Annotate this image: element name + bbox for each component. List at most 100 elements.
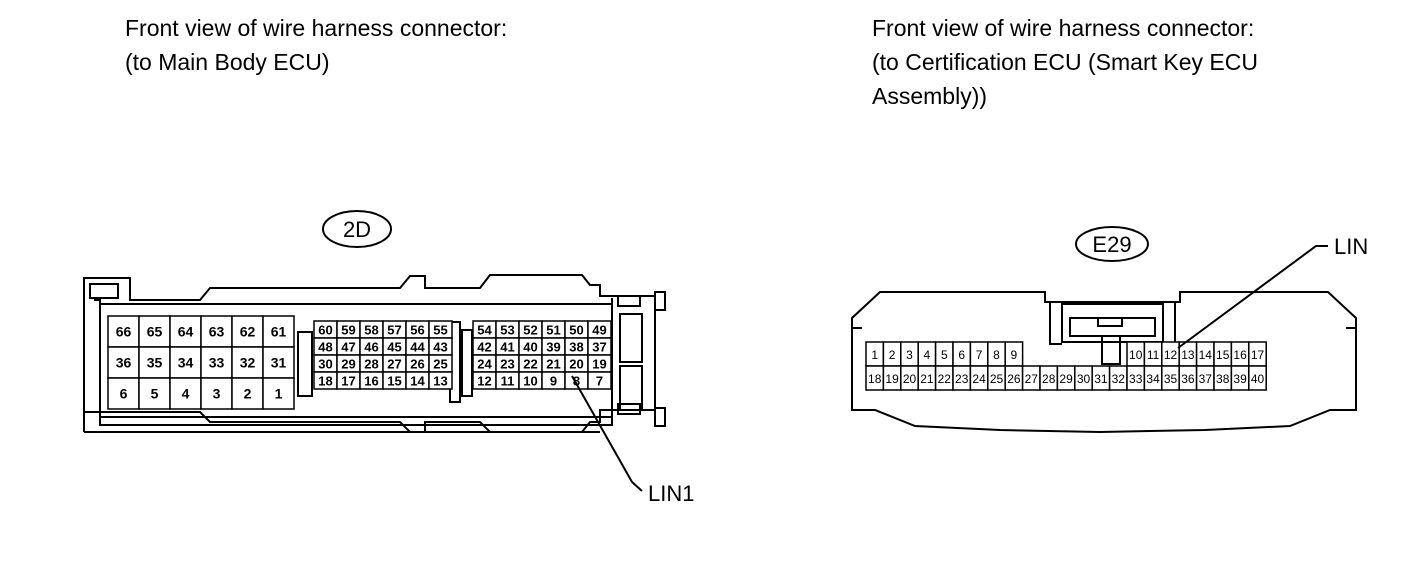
right-pin-28: 28 — [1042, 372, 1056, 386]
left-mid-pin-16: 16 — [364, 374, 378, 389]
left-mid-pin-45: 45 — [387, 340, 401, 355]
left-large-pin-4-cell — [169, 377, 202, 410]
left-right-pin-8: 8 — [573, 374, 580, 389]
right-pin-6: 6 — [958, 348, 965, 362]
right-pin-21: 21 — [920, 372, 934, 386]
right-pin-39: 39 — [1233, 372, 1247, 386]
left-large-pin-4: 4 — [182, 386, 190, 402]
left-right-pin-53: 53 — [500, 323, 514, 338]
left-right-pin-38: 38 — [569, 340, 583, 355]
left-right-pin-40: 40 — [523, 340, 537, 355]
left-mid-pin-55: 55 — [433, 323, 447, 338]
left-right-pin-22: 22 — [523, 357, 537, 372]
left-right-pin-7: 7 — [596, 374, 603, 389]
right-pin-1: 1 — [871, 348, 878, 362]
left-large-pin-2: 2 — [244, 386, 252, 402]
left-mid-pin-56: 56 — [410, 323, 424, 338]
left-large-pin-64: 64 — [178, 324, 194, 340]
left-right-pin-52: 52 — [523, 323, 537, 338]
left-right-pin-24: 24 — [477, 357, 492, 372]
right-pin-34: 34 — [1146, 372, 1160, 386]
right-pin-2: 2 — [889, 348, 896, 362]
left-mid-pin-57: 57 — [387, 323, 401, 338]
left-mid-pin-13: 13 — [433, 374, 447, 389]
left-mid-pin-14: 14 — [410, 374, 425, 389]
left-right-pin-10: 10 — [523, 374, 537, 389]
left-connector-housing — [83, 274, 666, 433]
left-mid-pin-27: 27 — [387, 357, 401, 372]
right-pin-3: 3 — [906, 348, 913, 362]
left-large-pin-62: 62 — [240, 324, 256, 340]
left-right-pin-23: 23 — [500, 357, 514, 372]
left-large-pin-31: 31 — [271, 355, 287, 371]
right-pin-7: 7 — [976, 348, 983, 362]
left-mid-pin-28: 28 — [364, 357, 378, 372]
right-pin-35: 35 — [1164, 372, 1178, 386]
left-large-pin-36: 36 — [116, 355, 132, 371]
lin-label: LIN — [1334, 234, 1368, 259]
right-pin-24: 24 — [972, 372, 986, 386]
left-mid-pin-48: 48 — [318, 340, 332, 355]
right-pin-9: 9 — [1011, 348, 1018, 362]
left-mid-pin-29: 29 — [341, 357, 355, 372]
right-pin-15: 15 — [1216, 348, 1230, 362]
left-title-line-2: (to Main Body ECU) — [125, 49, 330, 75]
left-mid-pin-44: 44 — [410, 340, 425, 355]
right-pin-22: 22 — [938, 372, 952, 386]
left-mid-pin-13-cell — [428, 371, 453, 390]
left-mid-pin-17: 17 — [341, 374, 355, 389]
left-right-pin-7-cell — [587, 371, 612, 390]
left-large-pin-1: 1 — [275, 386, 283, 402]
left-large-pin-66: 66 — [116, 324, 132, 340]
left-mid-pin-58: 58 — [364, 323, 378, 338]
left-callout: LIN1 — [571, 375, 694, 506]
left-title-line-1: Front view of wire harness connector: — [125, 15, 507, 41]
left-mid-pin-15: 15 — [387, 374, 401, 389]
left-right-pin-21: 21 — [546, 357, 560, 372]
left-mid-pin-18: 18 — [318, 374, 332, 389]
right-pin-36: 36 — [1181, 372, 1195, 386]
right-pin-26: 26 — [1007, 372, 1021, 386]
right-pin-30: 30 — [1077, 372, 1091, 386]
left-mid-pin-26: 26 — [410, 357, 424, 372]
right-pin-14: 14 — [1199, 348, 1213, 362]
right-pin-25: 25 — [990, 372, 1004, 386]
left-large-pin-65-cell — [138, 315, 171, 348]
left-right-pin-19: 19 — [592, 357, 606, 372]
left-large-pin-6-cell — [107, 377, 140, 410]
left-large-pin-5-cell — [138, 377, 171, 410]
left-large-pin-65: 65 — [147, 324, 163, 340]
right-pin-12: 12 — [1164, 348, 1178, 362]
right-pin-8: 8 — [993, 348, 1000, 362]
left-right-pin-50: 50 — [569, 323, 583, 338]
left-connector-code: 2D — [343, 217, 371, 242]
left-mid-pin-30: 30 — [318, 357, 332, 372]
left-right-pin-11: 11 — [501, 374, 515, 389]
left-right-pin-54: 54 — [477, 323, 492, 338]
left-right-pin-37: 37 — [592, 340, 606, 355]
right-pin-37: 37 — [1199, 372, 1213, 386]
left-mid-pin-60: 60 — [318, 323, 332, 338]
right-connector-code-badge: E29 — [1075, 226, 1149, 262]
right-pin-10: 10 — [1129, 348, 1143, 362]
right-pin-32: 32 — [1112, 372, 1126, 386]
right-pin-17: 17 — [1251, 348, 1265, 362]
left-large-pin-36-cell — [107, 346, 140, 379]
left-large-pin-63: 63 — [209, 324, 225, 340]
right-title-line-1: Front view of wire harness connector: — [872, 15, 1254, 41]
right-pin-40: 40 — [1251, 372, 1265, 386]
left-large-pin-32: 32 — [240, 355, 256, 371]
left-mid-pin-25: 25 — [433, 357, 447, 372]
left-right-pin-49: 49 — [592, 323, 606, 338]
lin1-leader-line — [571, 375, 643, 492]
left-large-pin-3-cell — [200, 377, 233, 410]
lin-leader-line — [1177, 245, 1328, 349]
right-title-line-3: Assembly)) — [872, 83, 987, 109]
left-connector-code-badge: 2D — [322, 210, 392, 248]
right-pin-20: 20 — [903, 372, 917, 386]
right-pin-19: 19 — [885, 372, 899, 386]
